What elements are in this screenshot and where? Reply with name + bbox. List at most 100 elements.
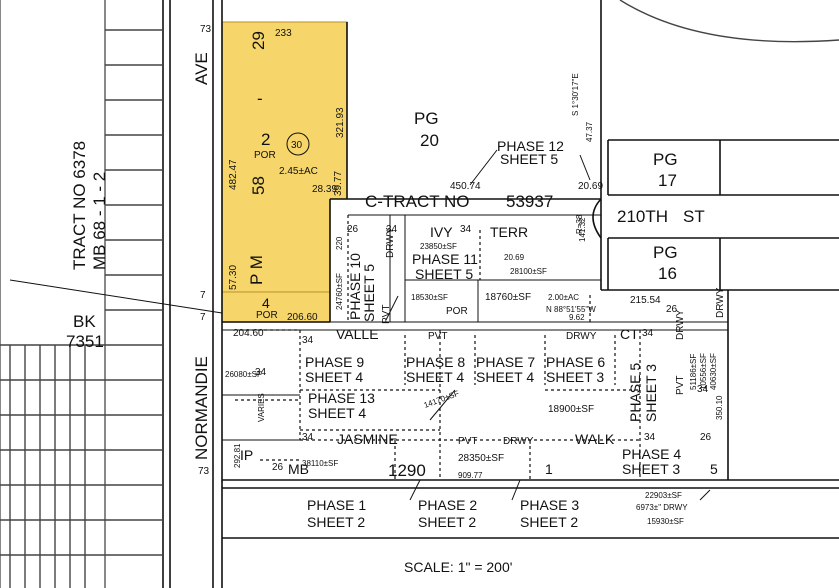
sf-10556: 10556±SF [699, 353, 708, 390]
n34-d: 34 [644, 432, 656, 443]
sf-18760: 18760±SF [485, 292, 531, 303]
varies: VARIES [257, 393, 266, 422]
bk-number: 7351 [66, 332, 104, 351]
dim-20460: 204.60 [233, 328, 264, 339]
parcel-circle-num: 30 [291, 140, 303, 151]
dim-962: 9.62 [569, 313, 585, 322]
n34-a: 34 [255, 367, 267, 378]
pg-17-label: PG [653, 150, 678, 169]
phase-7-sheet: SHEET 4 [476, 369, 534, 385]
corner-73-bottom: 73 [198, 466, 210, 477]
phase-3-sheet: SHEET 2 [520, 514, 578, 530]
street-jasmine: JASMINE [337, 431, 398, 447]
leader-lines [385, 149, 711, 501]
street-normandie: NORMANDIE [192, 356, 211, 460]
sf-6973: 6973±" DRWY [636, 503, 688, 512]
highlighted-parcel[interactable] [221, 21, 348, 293]
sf-18530: 18530±SF [411, 293, 448, 302]
sf-28350: 28350±SF [458, 453, 504, 464]
street-drwy-5: DRWY [715, 287, 726, 318]
ac-200: 2.00±AC [548, 293, 579, 302]
top-right-curve [619, 0, 839, 43]
street-ave: AVE [192, 52, 211, 85]
dim-5730: 57.30 [228, 265, 239, 290]
phase-10: PHASE 10 [347, 253, 363, 320]
dim-3977: 39.77 [333, 171, 344, 196]
dim-2069a: 20.69 [578, 181, 603, 192]
dim-482: 482.47 [228, 159, 239, 190]
n34-h: 34 [697, 384, 709, 395]
street-pvt-3: PVT [381, 305, 392, 324]
parcel-top-num: 29 [249, 31, 268, 50]
c-tract-label: C-TRACT NO [365, 192, 470, 211]
pm-num: 58 [249, 176, 268, 195]
lot-4-por: POR [256, 310, 278, 321]
street-st: ST [683, 207, 705, 226]
sf-24760: 24760±SF [335, 273, 344, 310]
pg-16-label: PG [653, 243, 678, 262]
cul-de-sac [592, 198, 602, 239]
parcel-lot: 2 [261, 130, 270, 149]
n26-b: 26 [272, 462, 284, 473]
pg-20-label: PG [414, 109, 439, 128]
pg-16-num: 16 [658, 264, 677, 283]
phase-8: PHASE 8 [406, 354, 465, 370]
bearing-1: S 1°30'17"E [571, 73, 580, 116]
phase-5: PHASE 5 [627, 363, 643, 422]
street-terr: TERR [490, 224, 528, 240]
sf-40630: 40630±SF [709, 353, 718, 390]
dim-450: 450.74 [450, 181, 481, 192]
left-lot-lines [0, 0, 223, 588]
dim-141: 141.32 [578, 217, 587, 242]
phase-2-sheet: SHEET 2 [418, 514, 476, 530]
n34-e: 34 [642, 328, 654, 339]
ip-label: IP [240, 447, 253, 463]
parcel-dash: - [257, 89, 263, 108]
n26-c: 26 [666, 304, 678, 315]
parcel-area: 2.45±AC [279, 166, 318, 177]
tract-left-line1: TRACT NO 6378 [70, 141, 89, 270]
phase-9: PHASE 9 [305, 354, 364, 370]
street-drwy-4: DRWY [675, 309, 686, 340]
phase-6-sheet: SHEET 3 [546, 369, 604, 385]
pg-20-num: 20 [420, 131, 439, 150]
sf-51186: 51186±SF [689, 354, 698, 390]
pm-label: P M [247, 255, 266, 285]
phase-12-sheet: SHEET 5 [500, 151, 558, 167]
phase-13: PHASE 13 [308, 390, 375, 406]
seven-b: 7 [200, 312, 206, 323]
street-drwy: DRWY [566, 331, 597, 342]
sf-38110: 38110±SF [302, 459, 338, 468]
n1: 1 [545, 461, 553, 477]
dim-321: 321.93 [335, 107, 346, 138]
street-pvt-2: PVT [458, 436, 477, 447]
pg-17-num: 17 [658, 171, 677, 190]
phase-2: PHASE 2 [418, 497, 477, 513]
phase-12: PHASE 12 [497, 138, 564, 154]
phase-7: PHASE 7 [476, 354, 535, 370]
sf-28100: 28100±SF [510, 267, 547, 276]
n34-b: 34 [302, 335, 314, 346]
n26-a: 26 [347, 224, 359, 235]
phase-13-sheet: SHEET 4 [308, 405, 366, 421]
phase-1: PHASE 1 [307, 497, 366, 513]
street-210th: 210TH [617, 207, 668, 226]
dim-2839: 28.39 [312, 184, 337, 195]
tract-left-line2: MB 68 - 1 - 2 [90, 172, 109, 270]
sf-22903: 22903±SF [645, 491, 682, 500]
street-walk: WALK [575, 431, 615, 447]
por-label: POR [446, 306, 468, 317]
dim-2069b: 20.69 [504, 253, 525, 262]
street-valle: VALLE [336, 326, 379, 342]
phase-6: PHASE 6 [546, 354, 605, 370]
sf-23850: 23850±SF [420, 242, 457, 251]
r-38: R=38 [575, 214, 584, 234]
bearing-2: N 88°51'55"W [546, 305, 596, 314]
seven-a: 7 [200, 290, 206, 301]
scale-label: SCALE: 1" = 200' [404, 559, 512, 575]
bk-label: BK [73, 312, 96, 331]
block-lines [222, 0, 839, 539]
sf-18900: 18900±SF [548, 404, 594, 415]
